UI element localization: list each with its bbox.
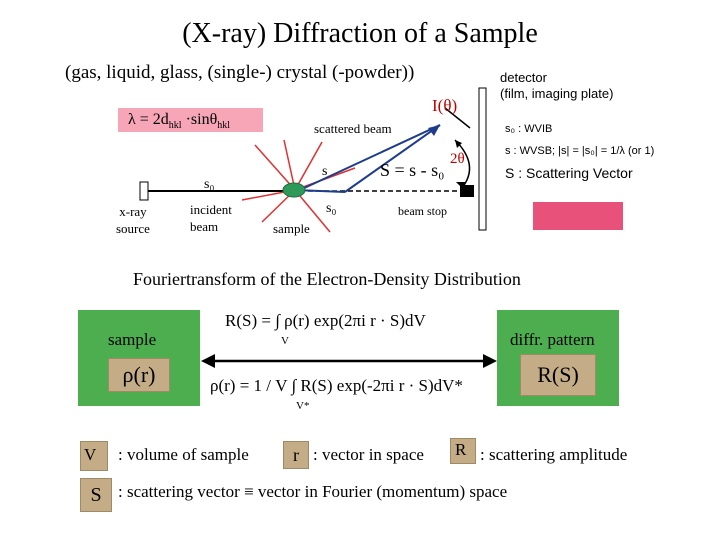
- bragg-law-text: λ = 2dhkl ·sinθhkl: [128, 111, 230, 131]
- detector-label: detector (film, imaging plate): [500, 70, 613, 102]
- legend-r-text: : scattering amplitude: [480, 445, 628, 464]
- fourier-equation-domain: V: [281, 335, 289, 347]
- inverse-fourier-equation: ρ(r) = 1 / V ∫ R(S) exp(-2πi r · S)dV* V…: [210, 376, 463, 412]
- sample-box-label: sample: [108, 330, 157, 349]
- xray-line2: source: [116, 221, 150, 236]
- detector-line2: (film, imaging plate): [500, 86, 614, 101]
- page-subtitle: (gas, liquid, glass, (single-) crystal (…: [65, 62, 415, 83]
- two-theta-arrow-top: [455, 140, 462, 148]
- beam-stop: [460, 185, 474, 197]
- scattering-amplitude-glyph: R(S): [520, 354, 596, 396]
- s-equation: S = s - s₀: [380, 160, 444, 180]
- two-theta-label: 2θ: [450, 151, 465, 167]
- xray-source: [139, 181, 149, 201]
- intensity-label: I(θ): [432, 96, 458, 115]
- legend-v-symbol: V: [84, 445, 97, 464]
- intensity-arrow: [444, 107, 471, 129]
- highlight-box: [533, 202, 623, 230]
- scattered-beam-label: scattered beam: [314, 121, 392, 136]
- beam-stop-label: beam stop: [398, 204, 447, 218]
- notation-scattering-vector: S : Scattering Vector: [505, 165, 633, 181]
- inverse-fourier-equation-text: ρ(r) = 1 / V ∫ R(S) exp(-2πi r · S)dV*: [210, 376, 463, 395]
- fourier-equation: R(S) = ∫ ρ(r) exp(2πi r · S)dV V: [225, 311, 426, 347]
- inverse-fourier-equation-domain: V*: [296, 400, 310, 412]
- scattering-arrowhead: [428, 125, 440, 136]
- bragg-law-box: [118, 108, 263, 132]
- incident-beam-label: incident beam: [190, 201, 232, 235]
- notation-wvib: s₀ : WVIB: [505, 123, 553, 135]
- legend-vector-tile: r: [283, 441, 309, 469]
- xray-source-label: x-ray source: [116, 203, 150, 237]
- fourier-arrow-right: [483, 354, 497, 368]
- electron-density-glyph: ρ(r): [108, 358, 170, 392]
- diffraction-pattern-label: diffr. pattern: [510, 330, 595, 349]
- s-label: s: [322, 164, 327, 179]
- legend-v-text: : volume of sample: [118, 445, 249, 464]
- fourier-arrow-left: [201, 354, 215, 368]
- bragg-prefix: λ = 2d: [128, 111, 169, 128]
- s0-label-bottom: s₀: [326, 201, 336, 216]
- bragg-sub1: hkl: [168, 120, 182, 132]
- fourier-title: Fouriertransform of the Electron-Density…: [133, 269, 521, 289]
- legend-s-tile: S: [80, 478, 112, 512]
- bragg-sub2: hkl: [217, 120, 231, 132]
- two-theta-arrow-bottom: [456, 182, 466, 188]
- page-title: (X-ray) Diffraction of a Sample: [182, 18, 538, 49]
- sample-label: sample: [273, 221, 310, 236]
- xray-line1: x-ray: [119, 204, 147, 219]
- bragg-mid: ·sinθ: [181, 111, 218, 128]
- legend-r-tile: [450, 438, 476, 464]
- legend-v-tile: [80, 441, 108, 471]
- notation-wvsb: s : WVSB; |s| = |s₀| = 1/λ (or 1): [505, 145, 655, 157]
- s0-label-left: s₀: [204, 177, 214, 192]
- incident-line1: incident: [190, 202, 232, 217]
- legend-vector-text: : vector in space: [313, 445, 424, 464]
- sample-blob: [282, 182, 306, 198]
- fourier-equation-text: R(S) = ∫ ρ(r) exp(2πi r · S)dV: [225, 311, 426, 330]
- legend-r-symbol: R: [455, 440, 467, 459]
- incident-line2: beam: [190, 219, 219, 234]
- vector-notation: s₀ : WVIB s : WVSB; |s| = |s₀| = 1/λ (or…: [505, 118, 654, 184]
- detector-line1: detector: [500, 70, 547, 85]
- detector-plate: [478, 87, 487, 231]
- legend-s-text: : scattering vector ≡ vector in Fourier …: [118, 482, 508, 501]
